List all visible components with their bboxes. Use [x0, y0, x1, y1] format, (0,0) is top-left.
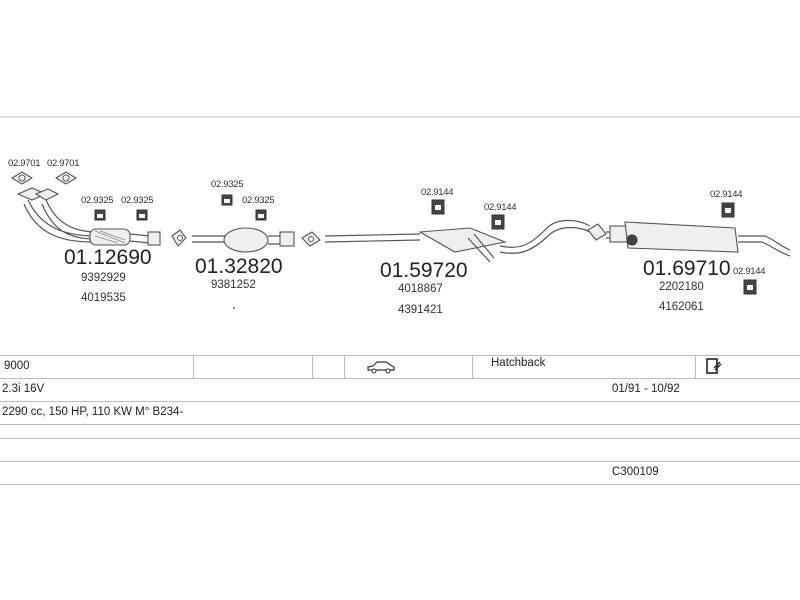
table-row: 9000 Hatchback: [0, 355, 800, 379]
clamp-label: 02.9701: [47, 158, 79, 169]
part-oem-number: 2202180: [659, 281, 704, 293]
clamp-icon: [431, 199, 445, 215]
part-oem-number: 4162061: [659, 301, 704, 313]
gasket-icon: [10, 171, 34, 185]
part-number: 01.59720: [380, 259, 468, 282]
part-number: 01.12690: [64, 246, 152, 269]
part-oem-number: 4391421: [398, 304, 443, 316]
production-years: 01/91 - 10/92: [612, 383, 680, 395]
part-oem-number: 9392929: [81, 272, 126, 284]
clamp-label: 02.9144: [421, 187, 453, 198]
vehicle-info-table: 9000 Hatchback 2.3i 16V 01/91 - 10/92 22…: [0, 350, 800, 490]
clamp-label: 02.9144: [733, 266, 765, 277]
vehicle-model: 9000: [4, 360, 30, 372]
clamp-label: 02.9144: [484, 202, 516, 213]
part-number: 01.69710: [643, 257, 731, 280]
table-row: 2.3i 16V 01/91 - 10/92: [0, 378, 800, 402]
table-row: C300109: [0, 461, 800, 485]
engine-details: 2290 cc, 150 HP, 110 KW M° B234-: [2, 406, 184, 418]
clamp-icon: [136, 209, 148, 221]
rear-silencer-drawing: [587, 202, 791, 295]
front-pipe-drawing: [10, 171, 187, 247]
clamp-label: 02.9325: [211, 179, 243, 190]
gasket-icon: [54, 171, 78, 185]
car-silhouette-icon: [366, 360, 396, 381]
part-oem-number: 4019535: [81, 292, 126, 304]
center-silencer-drawing: [324, 199, 591, 263]
table-row: 2290 cc, 150 HP, 110 KW M° B234-: [0, 401, 800, 425]
exhaust-system-diagram: 02.9701 02.9701 02.9325 02.9325 02.9325 …: [0, 116, 800, 316]
part-number: 01.32820: [195, 255, 283, 278]
clamp-label: 02.9325: [121, 195, 153, 206]
engine-spec: 2.3i 16V: [2, 383, 45, 395]
clamp-icon: [94, 209, 106, 221]
clamp-icon: [491, 214, 505, 230]
document-edit-icon: [706, 358, 722, 383]
clamp-icon: [255, 209, 267, 221]
body-type: Hatchback: [491, 357, 546, 369]
clamp-icon: [743, 279, 757, 295]
part-oem-number: 9381252: [211, 279, 256, 291]
clamp-label: 02.9701: [8, 158, 40, 169]
clamp-label: 02.9325: [81, 195, 113, 206]
clamp-label: 02.9325: [242, 195, 274, 206]
clamp-label: 02.9144: [710, 189, 742, 200]
clamp-icon: [221, 194, 233, 206]
system-code: C300109: [612, 466, 659, 478]
catalyst-pipe-drawing: [192, 194, 321, 253]
table-row: [0, 438, 800, 462]
part-oem-number: 4018867: [398, 283, 443, 295]
clamp-icon: [721, 202, 735, 218]
